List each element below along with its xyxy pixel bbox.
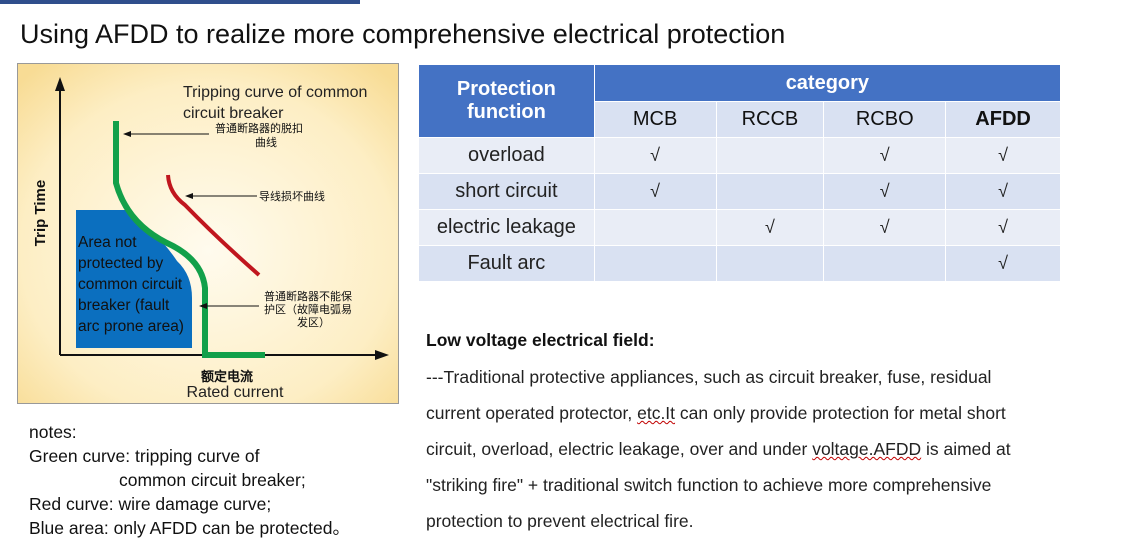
blue-label-1: Area not: [78, 234, 137, 251]
green-label-cn-1: 普通断路器的脱扣: [215, 121, 303, 135]
green-tripping-curve: [113, 121, 265, 358]
table-row: electric leakage √ √ √: [418, 209, 1061, 246]
check-mark: [593, 245, 717, 282]
check-mark: √: [945, 137, 1061, 174]
blue-label-4: breaker (fault: [78, 297, 170, 314]
low-voltage-body: ---Traditional protective appliances, su…: [426, 359, 1106, 539]
body-line-3c: is aimed at: [921, 439, 1011, 459]
check-mark: √: [593, 173, 717, 210]
body-line-3a: circuit, overload, electric leakage, ove…: [426, 439, 813, 459]
body-line-2c: can only provide protection for metal sh…: [675, 403, 1006, 423]
low-voltage-section: Low voltage electrical field: ---Traditi…: [426, 330, 1106, 539]
column-rcbo: RCBO: [823, 101, 947, 138]
header-protection-line-2: function: [466, 101, 546, 123]
column-rccb: RCCB: [715, 101, 825, 138]
check-mark: √: [593, 137, 717, 174]
notes-line-1: Green curve: tripping curve of: [29, 446, 260, 466]
protection-table: Protection function category MCB RCCB RC…: [418, 64, 1062, 282]
check-mark: [823, 245, 947, 282]
check-mark: √: [823, 209, 947, 246]
blue-label-5: arc prone area): [78, 318, 184, 335]
header-category: category: [593, 64, 1062, 102]
check-mark: √: [945, 173, 1061, 210]
afdd-only-area: [76, 210, 192, 348]
body-line-2b: etc.It: [637, 403, 676, 423]
y-axis-arrow: [55, 77, 65, 91]
green-label-en-2: circuit breaker: [183, 105, 284, 122]
row-label: Fault arc: [418, 245, 595, 282]
blue-label-2: protected by: [78, 255, 164, 272]
check-mark: [715, 137, 825, 174]
top-accent-bar: [0, 0, 360, 4]
check-mark: [715, 245, 825, 282]
x-axis-arrow: [375, 350, 389, 360]
check-mark: √: [823, 137, 947, 174]
x-axis-label-cn: 额定电流: [201, 369, 253, 385]
red-label-cn: 导线损坏曲线: [259, 189, 325, 203]
table-row: Fault arc √: [418, 245, 1061, 282]
row-label: overload: [418, 137, 595, 174]
notes-line-3: Red curve: wire damage curve;: [29, 494, 272, 514]
body-line-3b: voltage.AFDD: [812, 439, 922, 459]
blue-label-3: common circuit: [78, 276, 183, 293]
tripping-curve-diagram: Trip Time Tripping curve of common circu…: [17, 63, 399, 404]
table-row: short circuit √ √ √: [418, 173, 1061, 210]
notes-heading: notes:: [29, 422, 77, 442]
page-title: Using AFDD to realize more comprehensive…: [20, 19, 786, 49]
notes-line-2: common circuit breaker;: [119, 470, 306, 490]
zone-label-cn-1: 普通断路器不能保: [264, 289, 352, 303]
green-label-cn-2: 曲线: [255, 135, 277, 149]
body-line-4: "striking fire" + traditional switch fun…: [426, 475, 992, 495]
body-line-1: ---Traditional protective appliances, su…: [426, 367, 992, 387]
check-mark: [593, 209, 717, 246]
check-mark: [715, 173, 825, 210]
notes-block: notes: Green curve: tripping curve of co…: [29, 420, 350, 540]
y-axis-label: Trip Time: [32, 180, 49, 246]
body-line-5: protection to prevent electrical fire.: [426, 511, 694, 531]
low-voltage-title: Low voltage electrical field:: [426, 330, 655, 350]
check-mark: √: [945, 209, 1061, 246]
body-line-2: current operated protector, etc.It can o…: [426, 395, 1106, 431]
table-row: overload √ √ √: [418, 137, 1061, 174]
body-line-2a: current operated protector,: [426, 403, 638, 423]
check-mark: √: [823, 173, 947, 210]
column-mcb: MCB: [593, 101, 717, 138]
x-axis-label-en: Rated current: [187, 384, 284, 401]
row-label: electric leakage: [418, 209, 595, 246]
header-protection-function: Protection function: [418, 64, 595, 138]
column-afdd: AFDD: [945, 101, 1061, 138]
check-mark: √: [715, 209, 825, 246]
header-protection-line-1: Protection: [456, 78, 556, 100]
row-label: short circuit: [418, 173, 595, 210]
zone-label-cn-2: 护区（故障电弧易: [264, 302, 352, 316]
notes-line-4: Blue area: only AFDD can be protected。: [29, 518, 351, 538]
check-mark: √: [945, 245, 1061, 282]
zone-label-cn-3: 发区）: [297, 315, 330, 329]
body-line-3: circuit, overload, electric leakage, ove…: [426, 431, 1106, 467]
green-label-en-1: Tripping curve of common: [183, 84, 367, 101]
red-wire-damage-curve: [166, 174, 261, 277]
